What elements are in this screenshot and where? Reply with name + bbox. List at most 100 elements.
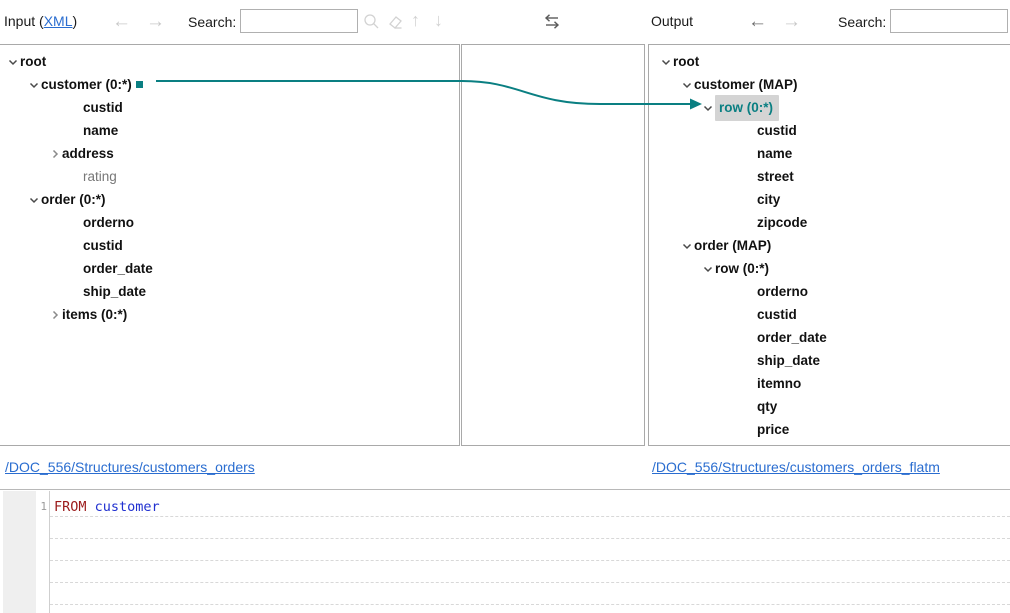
tree-node-label: custid <box>757 123 797 138</box>
tree-node[interactable]: customer (MAP) <box>649 73 1010 96</box>
input-next-match-arrow-down-icon[interactable]: ↓ <box>434 10 443 30</box>
mapping-canvas-panel[interactable] <box>461 44 645 446</box>
output-panel-title: Output <box>651 13 694 29</box>
chevron-down-icon[interactable] <box>27 195 41 205</box>
tree-node[interactable]: orderno <box>0 211 459 234</box>
output-search-input[interactable] <box>890 9 1008 33</box>
tree-node-label: customer (MAP) <box>694 77 798 92</box>
input-forward-arrow-icon[interactable]: → <box>146 11 165 32</box>
tree-node[interactable]: custid <box>0 234 459 257</box>
swap-arrows-icon[interactable] <box>541 11 563 36</box>
tree-node[interactable]: customer (0:*) <box>0 73 459 96</box>
tree-node[interactable]: zipcode <box>649 211 1010 234</box>
input-tree-panel[interactable]: root customer (0:*) custid name address ratin… <box>0 44 460 446</box>
chevron-right-icon[interactable] <box>48 310 62 320</box>
chevron-down-icon[interactable] <box>680 241 694 251</box>
output-tree: root customer (MAP) row (0:*) custid name str… <box>649 50 1010 441</box>
mapping-anchor-marker[interactable] <box>135 81 143 88</box>
tree-node-label: ship_date <box>757 353 821 368</box>
chevron-down-icon[interactable] <box>701 103 715 113</box>
tree-node-label: customer (0:*) <box>41 77 132 92</box>
tree-node-label: street <box>757 169 794 184</box>
input-prev-match-arrow-up-icon[interactable]: ↑ <box>411 10 420 30</box>
output-back-arrow-icon[interactable]: ← <box>748 11 767 32</box>
chevron-down-icon[interactable] <box>680 80 694 90</box>
toolbar: Input (XML) ← → Search: ↑ ↓ Output ← → S… <box>0 0 1010 45</box>
input-clear-eraser-icon[interactable] <box>387 13 404 33</box>
input-format-link[interactable]: XML <box>43 13 73 29</box>
output-tree-panel[interactable]: root customer (MAP) row (0:*) custid name str… <box>648 44 1010 446</box>
input-path-link[interactable]: /DOC_556/Structures/customers_orders <box>5 459 255 475</box>
input-search-input[interactable] <box>240 9 358 33</box>
tree-node[interactable]: ship_date <box>649 349 1010 372</box>
tree-node-label: price <box>757 422 790 437</box>
tree-node-label: address <box>62 146 114 161</box>
input-find-search-icon[interactable] <box>363 13 380 33</box>
tree-node-label: ship_date <box>83 284 147 299</box>
tree-node[interactable]: row (0:*) <box>649 257 1010 280</box>
chevron-right-icon[interactable] <box>48 149 62 159</box>
tree-node[interactable]: items (0:*) <box>0 303 459 326</box>
tree-node[interactable]: custid <box>0 96 459 119</box>
editor-line-rule <box>50 604 1010 605</box>
tree-node-label: order_date <box>757 330 827 345</box>
editor-gutter <box>3 491 36 613</box>
output-search-label: Search: <box>838 14 887 30</box>
input-label-text: Input ( <box>4 13 44 29</box>
tree-node-label: orderno <box>757 284 809 299</box>
chevron-down-icon[interactable] <box>701 264 715 274</box>
tree-node-label: city <box>757 192 781 207</box>
tree-node[interactable]: itemno <box>649 372 1010 395</box>
tree-node[interactable]: order (0:*) <box>0 188 459 211</box>
tree-node[interactable]: orderno <box>649 280 1010 303</box>
input-search-label: Search: <box>188 14 237 30</box>
tree-node[interactable]: name <box>649 142 1010 165</box>
editor-line-rule <box>50 560 1010 561</box>
editor-line-rule <box>50 516 1010 517</box>
tree-node[interactable]: street <box>649 165 1010 188</box>
tree-node[interactable]: qty <box>649 395 1010 418</box>
output-forward-arrow-icon[interactable]: → <box>782 11 801 32</box>
tree-node[interactable]: root <box>649 50 1010 73</box>
tree-node-label: root <box>673 54 700 69</box>
query-editor[interactable] <box>0 491 1010 613</box>
tree-node[interactable]: name <box>0 119 459 142</box>
tree-node[interactable]: city <box>649 188 1010 211</box>
chevron-down-icon[interactable] <box>27 80 41 90</box>
tree-node-label: order (MAP) <box>694 238 772 253</box>
tree-node[interactable]: price <box>649 418 1010 441</box>
editor-line-rule <box>50 538 1010 539</box>
tree-node[interactable]: row (0:*) <box>649 94 1010 121</box>
tree-node[interactable]: root <box>0 50 459 73</box>
tree-node-label-selected: row (0:*) <box>715 94 779 121</box>
editor-line-rule <box>50 582 1010 583</box>
editor-top-divider <box>0 489 1010 490</box>
tree-node-label: order_date <box>83 261 153 276</box>
tree-node[interactable]: rating <box>0 165 459 188</box>
input-tree: root customer (0:*) custid name address ratin… <box>0 50 459 326</box>
tree-node[interactable]: order (MAP) <box>649 234 1010 257</box>
tree-node[interactable]: ship_date <box>0 280 459 303</box>
tree-node[interactable]: custid <box>649 119 1010 142</box>
editor-line-number: 1 <box>40 500 47 513</box>
tree-node[interactable]: order_date <box>649 326 1010 349</box>
input-back-arrow-icon[interactable]: ← <box>112 11 131 32</box>
editor-gutter-separator <box>49 491 50 613</box>
tree-node-label: order (0:*) <box>41 192 106 207</box>
tree-node-label: name <box>83 123 119 138</box>
tree-node-label: custid <box>83 238 123 253</box>
tree-node-label: zipcode <box>757 215 808 230</box>
chevron-down-icon[interactable] <box>659 57 673 67</box>
chevron-down-icon[interactable] <box>6 57 20 67</box>
tree-node-label: qty <box>757 399 778 414</box>
output-path-link[interactable]: /DOC_556/Structures/customers_orders_fla… <box>652 459 940 475</box>
tree-node-label: itemno <box>757 376 802 391</box>
tree-node[interactable]: custid <box>649 303 1010 326</box>
editor-code-line[interactable]: FROM customer <box>54 499 160 515</box>
sql-keyword: FROM <box>54 499 87 515</box>
tree-node-label: root <box>20 54 47 69</box>
tree-node[interactable]: order_date <box>0 257 459 280</box>
sql-identifier: customer <box>94 499 160 515</box>
tree-node[interactable]: address <box>0 142 459 165</box>
